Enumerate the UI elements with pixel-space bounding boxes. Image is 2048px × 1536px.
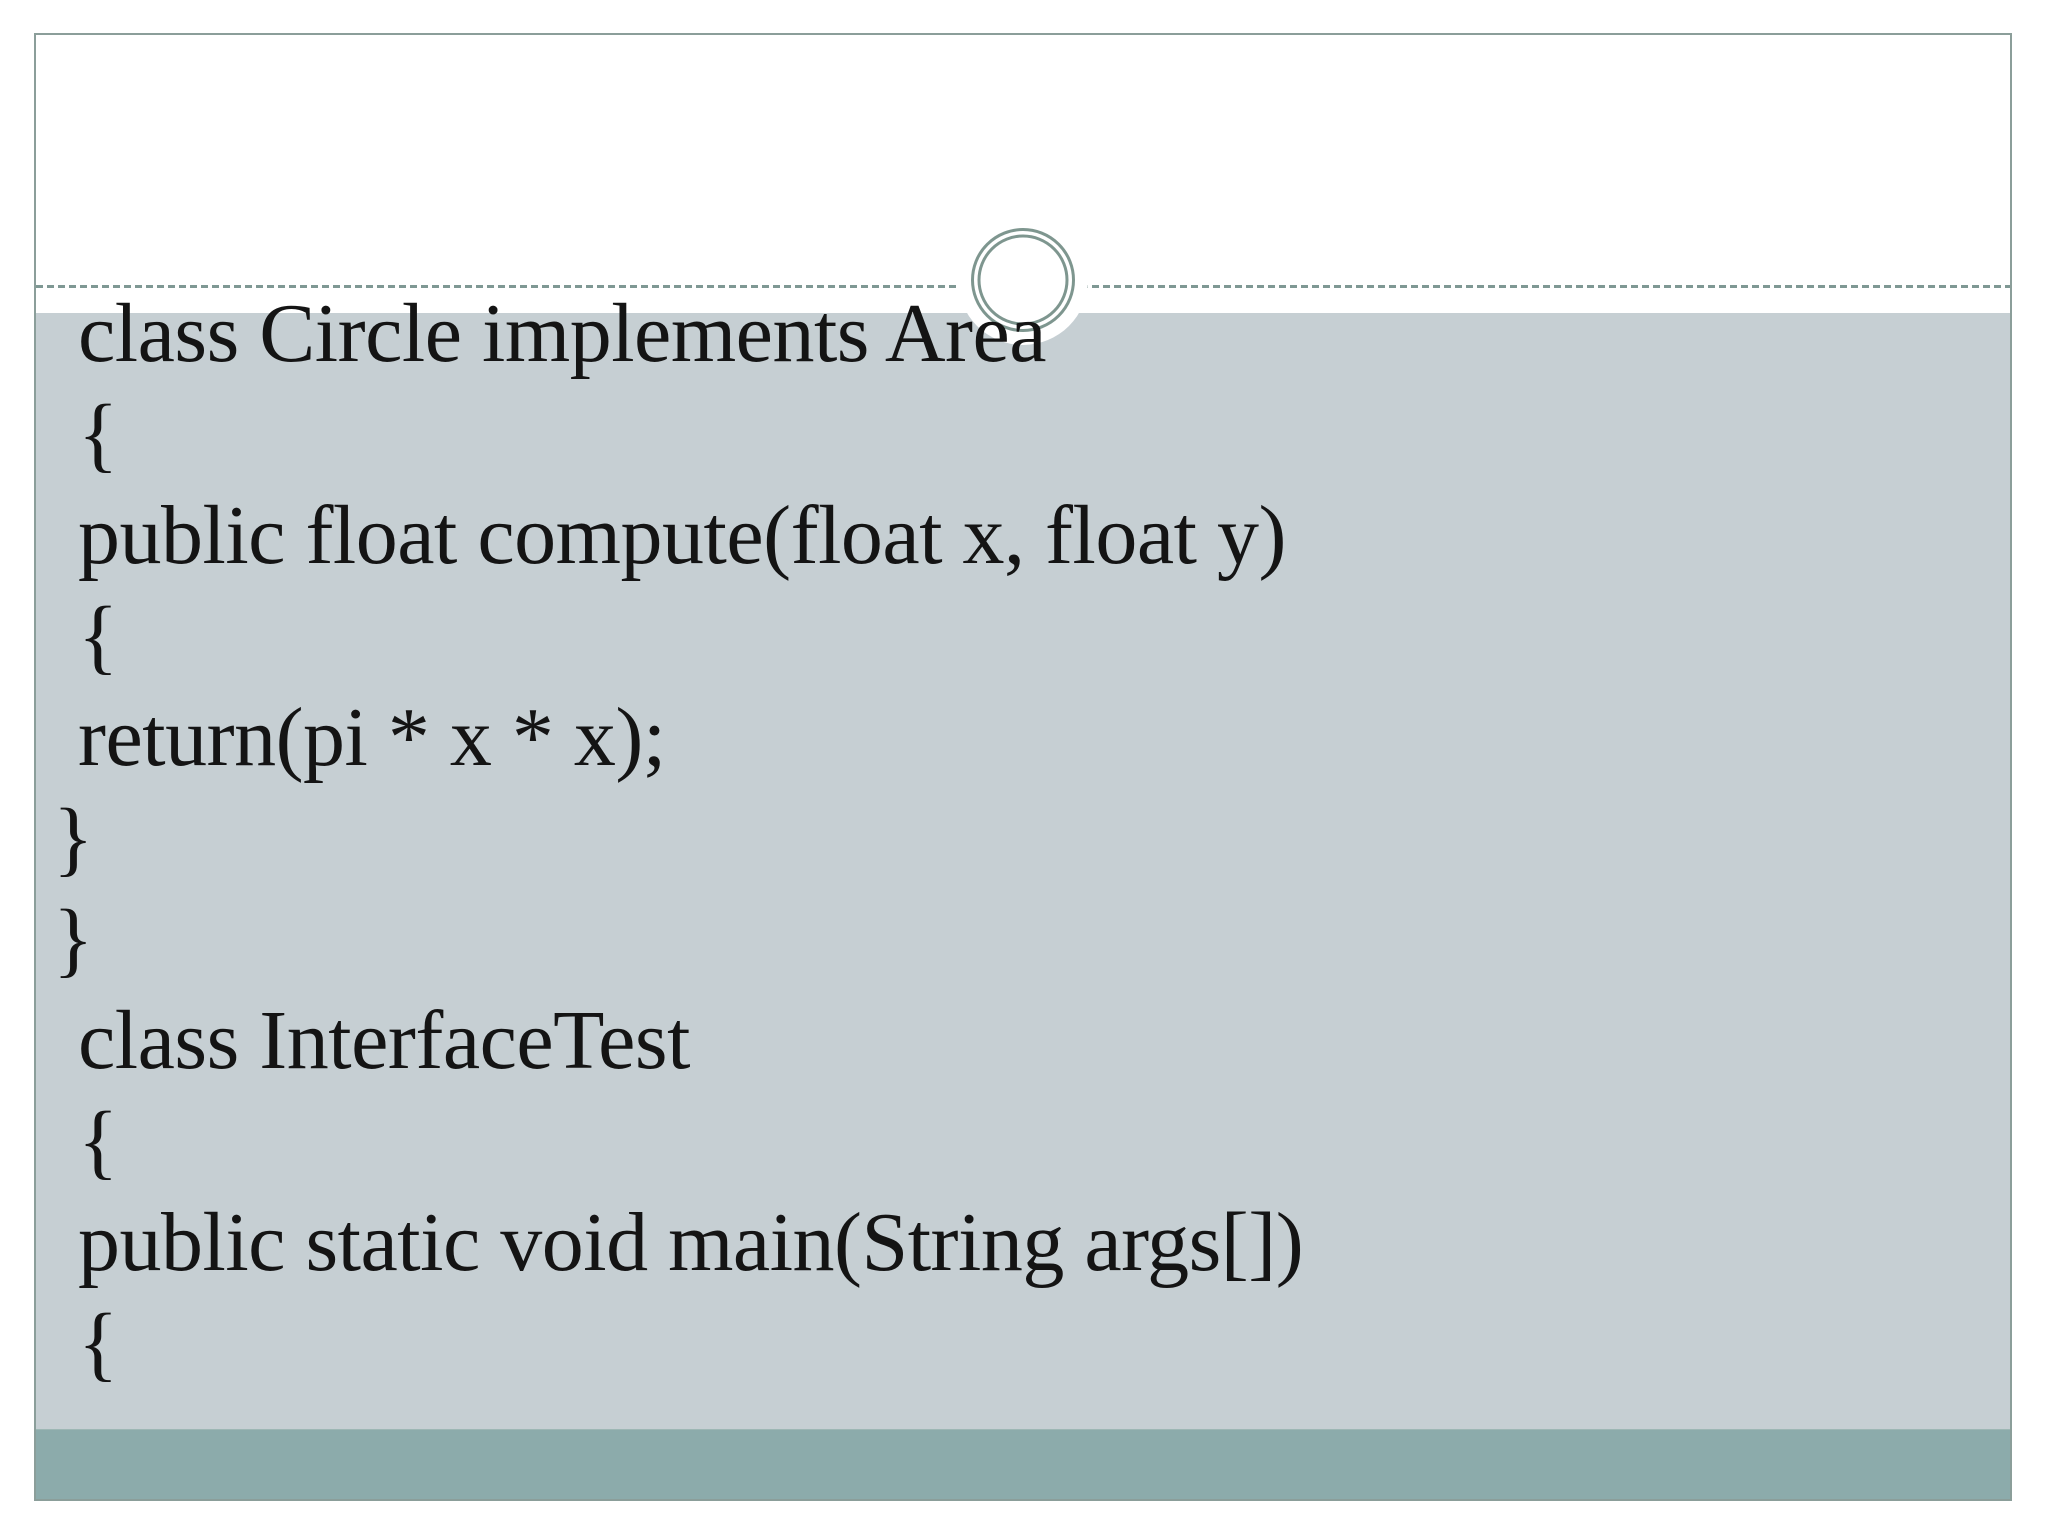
code-line: public float compute(float x, float y) (78, 489, 1286, 582)
code-line: return(pi * x * x); (78, 691, 666, 784)
code-line: class InterfaceTest (78, 994, 690, 1087)
footer-accent-bar (36, 1429, 2010, 1499)
code-line: } (53, 792, 93, 885)
circle-ornament-icon (971, 228, 1075, 332)
code-block: class Circle implements Area { public fl… (36, 283, 2010, 1394)
code-line: public static void main(String args[]) (78, 1196, 1304, 1289)
slide-canvas: class Circle implements Area { public fl… (34, 33, 2012, 1501)
code-line: { (78, 388, 118, 481)
code-line: { (78, 1297, 118, 1390)
code-line: { (78, 1095, 118, 1188)
code-line: { (78, 590, 118, 683)
code-line: class Circle implements Area (78, 287, 1047, 380)
code-line: } (53, 893, 93, 986)
content-background (36, 313, 2010, 1430)
